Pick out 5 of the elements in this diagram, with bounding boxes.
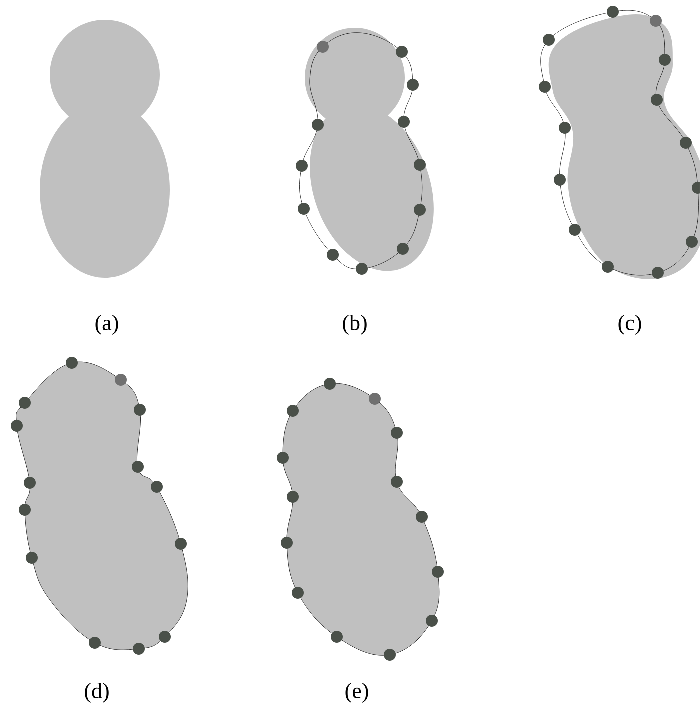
panel-label: (d) <box>85 683 109 703</box>
panel-label: (b) <box>343 315 367 335</box>
panel-label: (c) <box>618 315 642 335</box>
panel-label: (e) <box>346 683 368 703</box>
panel-label: (a) <box>96 315 118 335</box>
